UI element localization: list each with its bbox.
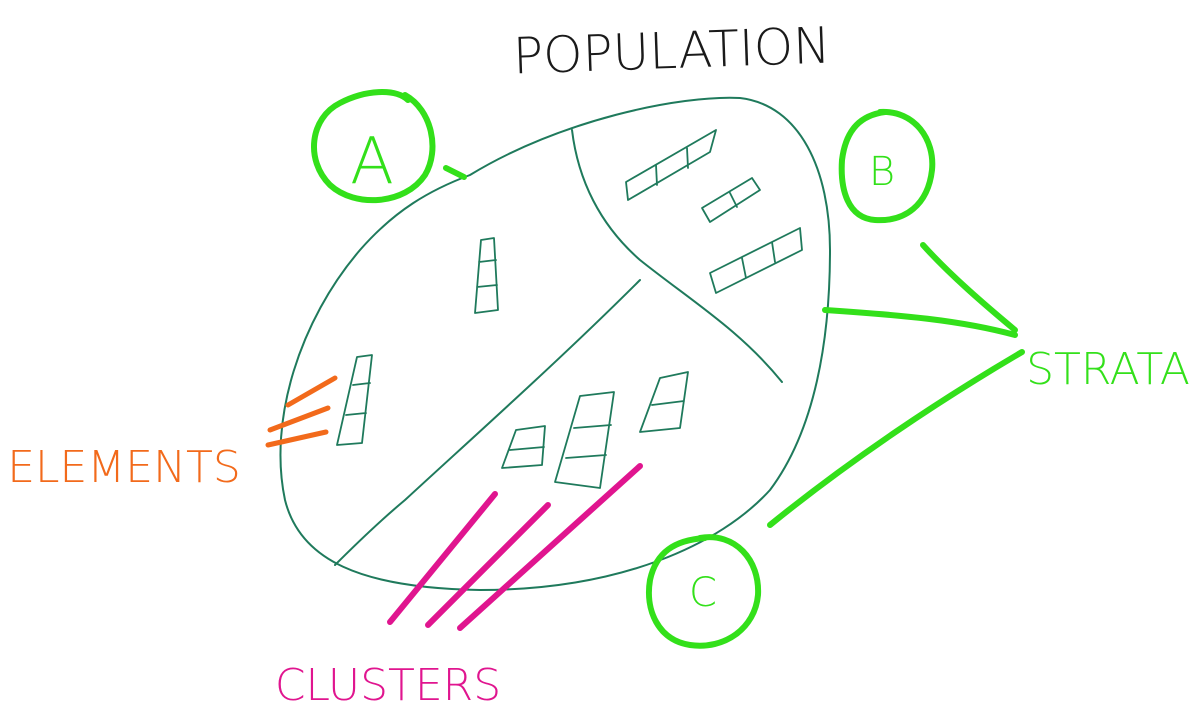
stratum-a-marker: A [311, 89, 467, 204]
strata-dividers [334, 129, 783, 566]
clusters-label: CLUSTERS [275, 660, 501, 711]
stratum-b-label: B [869, 149, 895, 195]
clusters-callout: CLUSTERS [275, 463, 643, 711]
strata-label: STRATA [1026, 344, 1190, 395]
strata-pointer-c [767, 349, 1025, 528]
cluster-stratum-a-2 [336, 354, 373, 446]
population-title: POPULATION [512, 16, 831, 85]
stratum-c-label: C [689, 570, 717, 616]
stratum-a-label: A [350, 125, 394, 199]
cluster-stratum-b-2 [701, 177, 761, 223]
cluster-stratum-c-1 [501, 425, 546, 469]
stratum-b-marker: B [838, 108, 936, 224]
cluster-stratum-b-1 [625, 129, 717, 201]
strata-pointer-b [920, 242, 1018, 333]
population-oval [279, 96, 831, 591]
cluster-stratum-b-3 [709, 227, 803, 294]
cluster-stratum-c-2 [554, 391, 615, 489]
stratum-c-marker: C [646, 534, 762, 649]
cluster-stratum-a-1 [474, 237, 499, 314]
strata-callout: STRATA [767, 242, 1190, 528]
elements-label: ELEMENTS [7, 442, 241, 493]
stratum-a-connector [443, 165, 467, 180]
strata-pointer-main [822, 307, 1018, 338]
elements-callout: ELEMENTS [7, 375, 338, 493]
cluster-stratum-c-3 [639, 371, 689, 433]
